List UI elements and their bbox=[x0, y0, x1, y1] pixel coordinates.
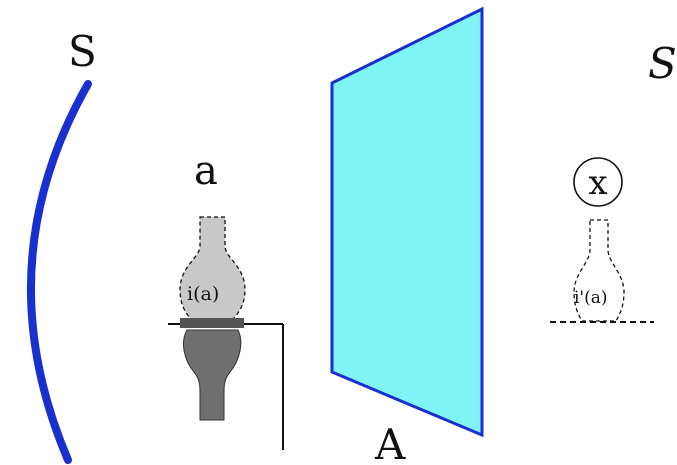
transparent-plane bbox=[330, 6, 484, 438]
object-label: a bbox=[194, 148, 218, 194]
image-marker-label: x bbox=[588, 163, 607, 203]
virtual-image-label: i'(a) bbox=[574, 288, 608, 308]
image-marker-circle bbox=[573, 157, 623, 207]
plane-label: A bbox=[374, 420, 406, 465]
virtual-vase bbox=[573, 219, 625, 322]
image-in-mirror-label: i(a) bbox=[187, 283, 219, 305]
vase-lower bbox=[183, 329, 242, 421]
virtual-mirror-label: S bbox=[648, 39, 677, 88]
mirror-label: S bbox=[68, 27, 97, 76]
shelf-plate bbox=[180, 318, 244, 328]
curved-mirror bbox=[27, 80, 92, 464]
